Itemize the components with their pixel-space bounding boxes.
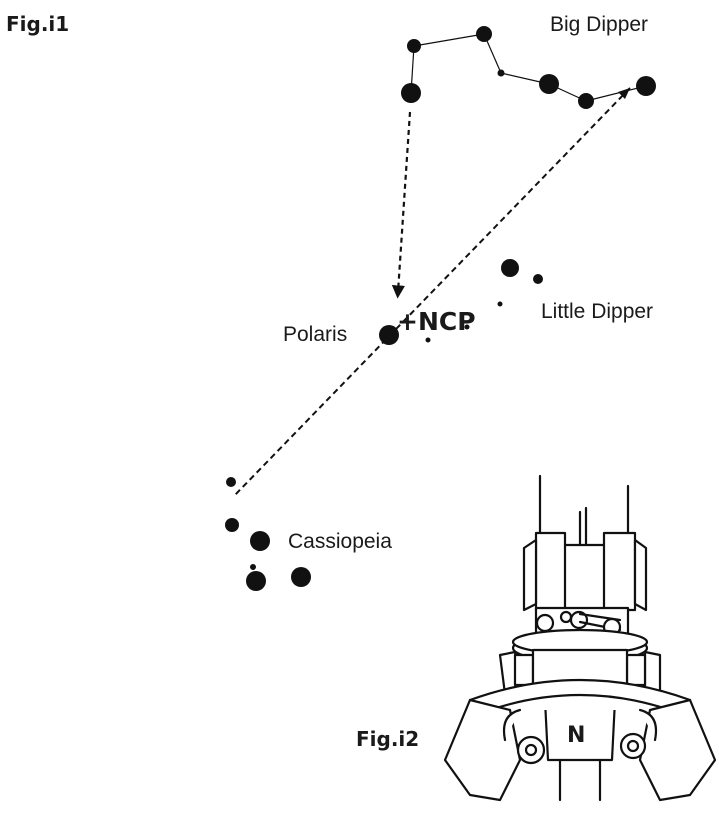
pointer-arrow [391, 111, 412, 299]
little-dipper-stars [425, 259, 543, 343]
guide-line-arrow-icon [618, 88, 630, 99]
fig-i1-label: Fig.i1 [6, 12, 69, 36]
polaris-star [379, 325, 399, 345]
fig-i2-label: Fig.i2 [356, 727, 419, 751]
north-marker-label: N [567, 723, 585, 748]
cassiopeia-stars [225, 477, 311, 591]
cassiopeia-label: Cassiopeia [288, 530, 392, 553]
guide-line [233, 87, 631, 497]
big-dipper-lines [410, 33, 647, 102]
mount-illustration [443, 474, 717, 802]
big-dipper-label: Big Dipper [550, 13, 648, 36]
polaris-label: Polaris [283, 323, 347, 346]
little-dipper-label: Little Dipper [541, 300, 653, 323]
ncp-label: +NCP [397, 307, 476, 336]
big-dipper-stars [401, 26, 656, 109]
